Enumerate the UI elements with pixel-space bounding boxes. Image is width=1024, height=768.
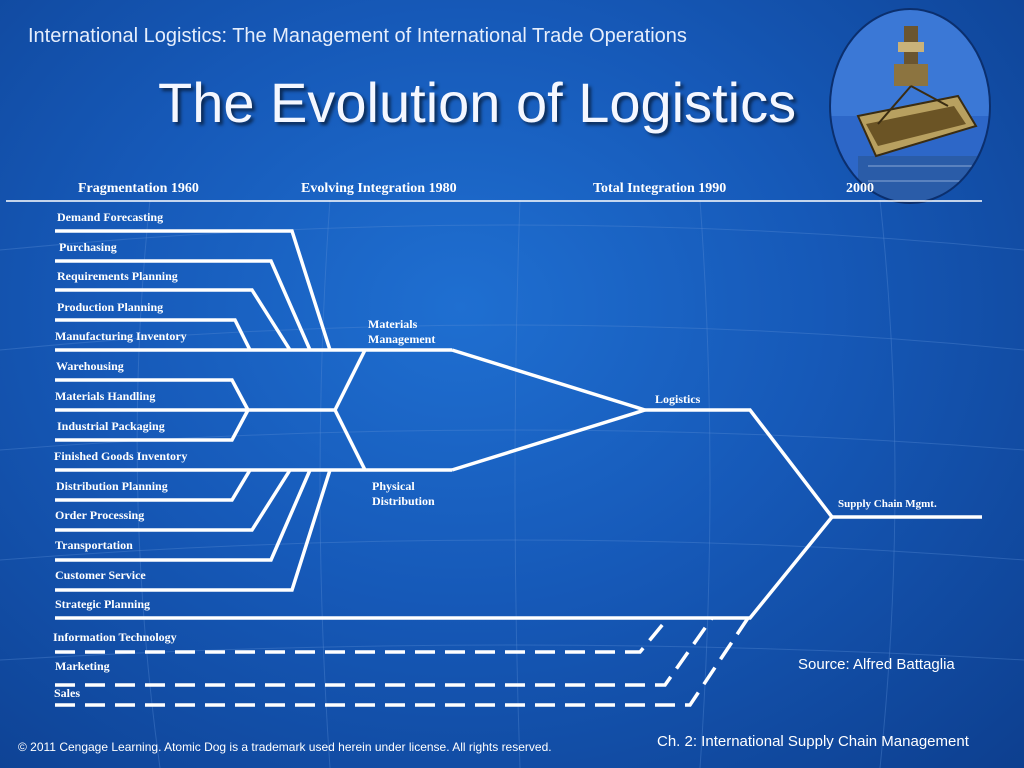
era-1960: Fragmentation 1960 <box>78 181 199 196</box>
node-physical-line1: Physical <box>372 479 415 493</box>
label-strategic-planning: Strategic Planning <box>55 597 150 611</box>
node-physical-line2: Distribution <box>372 494 435 508</box>
label-industrial-packaging: Industrial Packaging <box>57 419 165 433</box>
link-physical-to-logistics <box>451 408 646 472</box>
node-materials-line2: Management <box>368 332 436 346</box>
node-supply-chain-mgmt: Supply Chain Mgmt. <box>838 498 937 510</box>
link-handling-to-materials <box>333 349 367 411</box>
era-2000: 2000 <box>846 181 874 196</box>
link-materials-to-logistics <box>451 348 646 412</box>
node-materials-line1: Materials <box>368 317 418 331</box>
label-production-planning: Production Planning <box>57 300 164 314</box>
label-demand-forecasting: Demand Forecasting <box>57 210 164 224</box>
label-requirements-planning: Requirements Planning <box>57 269 178 283</box>
node-materials-management: Materials Management <box>368 317 435 347</box>
branch-production-planning <box>55 318 252 351</box>
label-customer-service: Customer Service <box>55 568 146 582</box>
label-marketing: Marketing <box>55 659 110 673</box>
crane-photo <box>829 8 991 204</box>
branch-order-processing <box>55 469 292 532</box>
node-logistics: Logistics <box>655 392 701 406</box>
branch-distribution-planning <box>55 469 252 502</box>
label-transportation: Transportation <box>55 538 133 552</box>
label-finished-goods-inventory: Finished Goods Inventory <box>54 449 188 463</box>
slide-title: The Evolution of Logistics <box>158 71 797 134</box>
logistics-line <box>645 408 834 519</box>
branch-customer-service <box>55 469 332 592</box>
label-sales: Sales <box>54 686 81 700</box>
chapter-label: Ch. 2: International Supply Chain Manage… <box>657 733 969 750</box>
label-materials-handling: Materials Handling <box>55 389 156 403</box>
branch-sales <box>55 617 750 707</box>
era-1990: Total Integration 1990 <box>593 181 727 196</box>
label-purchasing: Purchasing <box>59 240 117 254</box>
label-distribution-planning: Distribution Planning <box>56 479 168 493</box>
source-citation: Source: Alfred Battaglia <box>798 656 955 673</box>
node-physical-distribution: Physical Distribution <box>372 479 435 509</box>
copyright-footer: © 2011 Cengage Learning. Atomic Dog is a… <box>18 740 552 754</box>
branch-industrial-packaging <box>55 409 250 442</box>
branch-purchasing <box>55 259 312 351</box>
label-order-processing: Order Processing <box>55 508 145 522</box>
era-1980: Evolving Integration 1980 <box>301 181 457 196</box>
branch-transportation <box>55 469 312 562</box>
label-manufacturing-inventory: Manufacturing Inventory <box>55 329 187 343</box>
presentation-subtitle: International Logistics: The Management … <box>28 25 687 47</box>
branch-demand-forecasting <box>55 229 332 351</box>
label-information-technology: Information Technology <box>53 630 177 644</box>
branch-marketing <box>55 616 714 687</box>
branch-strategic-planning <box>55 515 834 620</box>
branch-requirements-planning <box>55 288 292 351</box>
branch-information-technology <box>55 616 670 654</box>
link-handling-to-physical <box>333 409 367 471</box>
label-warehousing: Warehousing <box>56 359 124 373</box>
branch-warehousing <box>55 378 250 411</box>
